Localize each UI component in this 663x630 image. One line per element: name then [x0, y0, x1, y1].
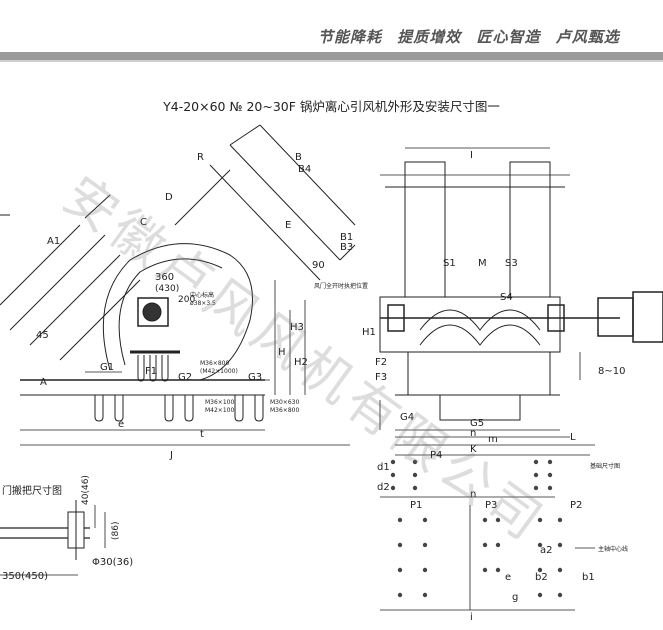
foundation-grid [390, 459, 563, 598]
slogan-2: 提质增效 [397, 28, 462, 46]
handle-detail [0, 500, 106, 576]
letter-E: E [285, 220, 291, 231]
drawing-title: Y4-20×60 № 20~30F 锅炉离心引风机外形及安装尺寸图一 [163, 99, 500, 114]
label-200: 200 [178, 295, 195, 305]
letter-A: A [40, 377, 47, 388]
shaft-line [380, 291, 663, 343]
letter-J: J [169, 450, 173, 461]
label-86: (86) [111, 522, 121, 540]
letter-L: L [570, 432, 576, 443]
letter-P1: P1 [410, 500, 422, 511]
letter-B3: B3 [340, 242, 353, 253]
label-bolt-m36-800b: M36×800 [270, 407, 299, 414]
letter-P4: P4 [430, 450, 442, 461]
label-bolt-m36-100: M36×100 [205, 399, 234, 406]
slogan-4: 卢风甄选 [555, 28, 620, 46]
label-center-height: 中心标高 [190, 291, 214, 299]
label-bolt-m42-1000: (M42×1000) [200, 368, 238, 375]
letter-G2: G2 [178, 372, 192, 383]
letter-F3: F3 [375, 372, 387, 383]
label-phi30: Φ30(36) [92, 557, 133, 568]
letter-H2: H2 [294, 357, 308, 368]
letter-G4: G4 [400, 412, 414, 423]
header-band [0, 52, 663, 60]
letter-e: e [118, 419, 124, 430]
right-dim-lines [379, 352, 595, 456]
right-view-casing [379, 296, 561, 421]
letter-n-foundation: n [470, 489, 476, 500]
left-dim-lines [20, 280, 350, 446]
label-350: 350(450) [2, 571, 48, 582]
letter-d1: d1 [377, 462, 390, 473]
letter-t: t [200, 429, 204, 440]
label-45: 45 [36, 330, 49, 341]
shaft-hub [142, 302, 162, 322]
letter-i: i [470, 612, 473, 623]
header-slogans: 节能降耗 提质增效 匠心智造 卢风甄选 [318, 26, 629, 47]
letter-G3: G3 [248, 372, 262, 383]
letter-S1: S1 [443, 258, 456, 269]
letter-D: D [165, 192, 173, 203]
letter-H1: H1 [362, 327, 376, 338]
letter-C: C [140, 217, 147, 228]
letter-A1: A1 [47, 236, 60, 247]
label-90: 90 [312, 260, 325, 271]
bearing-housing [137, 297, 169, 327]
letter-H3: H3 [290, 322, 304, 333]
label-handle-title: 门搬把尺寸图 [2, 484, 62, 497]
label-430: (430) [155, 284, 179, 294]
foundation-dim-lines [380, 496, 595, 611]
letter-a2: a2 [540, 545, 553, 556]
left-view-base [20, 350, 265, 396]
letter-P3: P3 [485, 500, 497, 511]
label-bolt-m36-800: M36×800 [200, 360, 229, 367]
letter-S4: S4 [500, 292, 513, 303]
letter-n: n [470, 428, 476, 439]
letter-K: K [470, 444, 477, 455]
letter-g: g [512, 592, 518, 603]
letter-b2: b2 [535, 572, 548, 583]
letter-G5: G5 [470, 418, 484, 429]
letter-b1: b1 [582, 572, 595, 583]
letter-B: B [295, 152, 302, 163]
letter-m: m [488, 434, 498, 445]
right-view-stacks [380, 147, 570, 298]
left-view-outlet-duct [174, 124, 356, 281]
letter-S3: S3 [505, 258, 518, 269]
letter-B4: B4 [298, 164, 311, 175]
label-8-10: 8~10 [598, 366, 625, 377]
label-bolt-m30-630: M30×630 [270, 399, 299, 406]
letter-I: I [470, 150, 473, 161]
volute-casing [102, 243, 253, 381]
letter-H: H [278, 347, 286, 358]
letter-P2: P2 [570, 500, 582, 511]
letter-F1: F1 [145, 366, 157, 377]
letter-B1: B1 [340, 232, 353, 243]
letter-G1: G1 [100, 362, 114, 373]
slogan-1: 节能降耗 [318, 28, 383, 46]
letter-d2: d2 [377, 482, 390, 493]
label-40-46: 40(46) [81, 475, 91, 505]
label-damper-note: 风门全开时执把位置 [314, 282, 368, 290]
label-bolt-m42-100: M42×100 [205, 407, 234, 414]
header-band-shadow [0, 60, 663, 62]
letter-R: R [197, 152, 204, 163]
left-view-inlet-duct [0, 194, 141, 361]
letter-M: M [478, 258, 487, 269]
label-foundation: 基础尺寸图 [590, 462, 620, 470]
label-360: 360 [155, 272, 174, 283]
label-shaft-center: 主轴中心线 [598, 545, 628, 553]
slogan-3: 匠心智造 [476, 28, 541, 46]
letter-e-foundation: e [505, 572, 511, 583]
anchor-bolts-left [94, 355, 264, 422]
letter-F2: F2 [375, 357, 387, 368]
label-pipe-size: ø38×3.5 [190, 300, 216, 307]
